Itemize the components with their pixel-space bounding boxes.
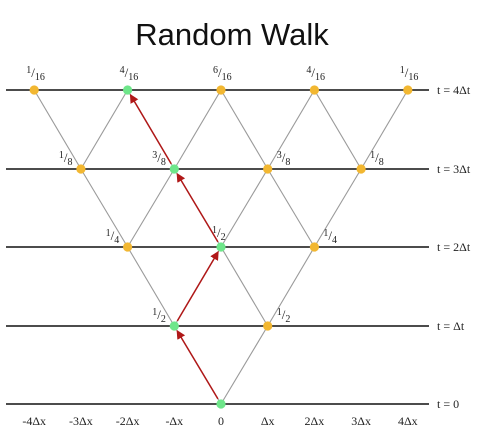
lattice-edge	[173, 89, 222, 170]
diagram-title: Random Walk	[135, 17, 329, 52]
lattice-node	[309, 242, 319, 252]
lattice-edge	[220, 325, 269, 405]
probability-label: 3/8	[277, 150, 291, 168]
lattice-node	[356, 164, 366, 174]
probability-label: 1/2	[277, 307, 291, 325]
lattice-edge	[267, 89, 315, 170]
lattice-edge	[360, 89, 409, 170]
walk-node	[169, 321, 179, 331]
lattice-node	[216, 85, 226, 95]
probability-label: 6/16	[213, 65, 232, 83]
position-label: 2Δx	[305, 414, 325, 428]
position-label: -2Δx	[116, 414, 140, 428]
lattice-edge	[313, 168, 362, 248]
probability-label: 4/16	[120, 65, 139, 83]
position-labels: -4Δx -3Δx -2Δx -Δx 0 Δx 2Δx 3Δx 4Δx	[22, 414, 417, 428]
lattice-node	[76, 164, 86, 174]
position-label: -Δx	[165, 414, 183, 428]
walk-node	[123, 85, 133, 95]
walk-step-arrow	[176, 172, 219, 243]
lattice-edge	[220, 246, 269, 327]
lattice-edge	[267, 168, 315, 248]
lattice-node	[263, 321, 273, 331]
lattice-node	[309, 85, 319, 95]
position-label: -4Δx	[22, 414, 46, 428]
probability-label: 1/2	[212, 225, 226, 243]
probability-label: 3/8	[152, 150, 166, 168]
position-label: 3Δx	[351, 414, 371, 428]
probability-label: 1/4	[106, 228, 120, 246]
position-label: 0	[218, 414, 224, 428]
probability-label: 1/8	[370, 150, 384, 168]
walk-step-arrow	[129, 93, 172, 165]
position-label: -3Δx	[69, 414, 93, 428]
lattice-node	[263, 164, 273, 174]
time-label: t = 4Δt	[437, 83, 471, 97]
probability-label: 1/8	[59, 150, 73, 168]
probability-labels: 1/2 1/2 1/4 1/2 1/4 1/8 3/8 3/8 1/8 1/16 4/16 6/16 4…	[26, 65, 418, 325]
time-label: t = 0	[437, 397, 459, 411]
walk-node	[169, 164, 179, 174]
probability-label: 1/4	[323, 228, 337, 246]
lattice-edge	[80, 168, 129, 248]
position-label: 4Δx	[398, 414, 418, 428]
probability-label: 1/16	[26, 65, 45, 83]
lattice-edge	[313, 89, 362, 170]
walk-node	[216, 242, 226, 252]
lattice-edge	[127, 246, 175, 327]
lattice-edge	[220, 89, 269, 170]
walk-node	[216, 399, 226, 409]
lattice-node	[123, 242, 133, 252]
lattice-edge	[127, 168, 175, 248]
lattice-edge	[80, 89, 129, 170]
lattice-edge	[33, 89, 82, 170]
position-label: Δx	[261, 414, 275, 428]
time-label: t = 3Δt	[437, 162, 471, 176]
lattice-edge	[220, 168, 269, 248]
probability-label: 4/16	[306, 65, 325, 83]
time-label: t = Δt	[437, 319, 465, 333]
walk-step-arrow	[176, 250, 219, 322]
walk-path	[129, 93, 219, 400]
lattice-node	[403, 85, 413, 95]
probability-label: 1/2	[152, 307, 166, 325]
lattice-edge	[267, 246, 315, 327]
probability-label: 1/16	[400, 65, 419, 83]
walk-step-arrow	[176, 329, 219, 400]
lattice-nodes	[29, 85, 413, 409]
time-labels: t = 0 t = Δt t = 2Δt t = 3Δt t = 4Δt	[437, 83, 471, 411]
lattice-node	[29, 85, 39, 95]
time-label: t = 2Δt	[437, 240, 471, 254]
